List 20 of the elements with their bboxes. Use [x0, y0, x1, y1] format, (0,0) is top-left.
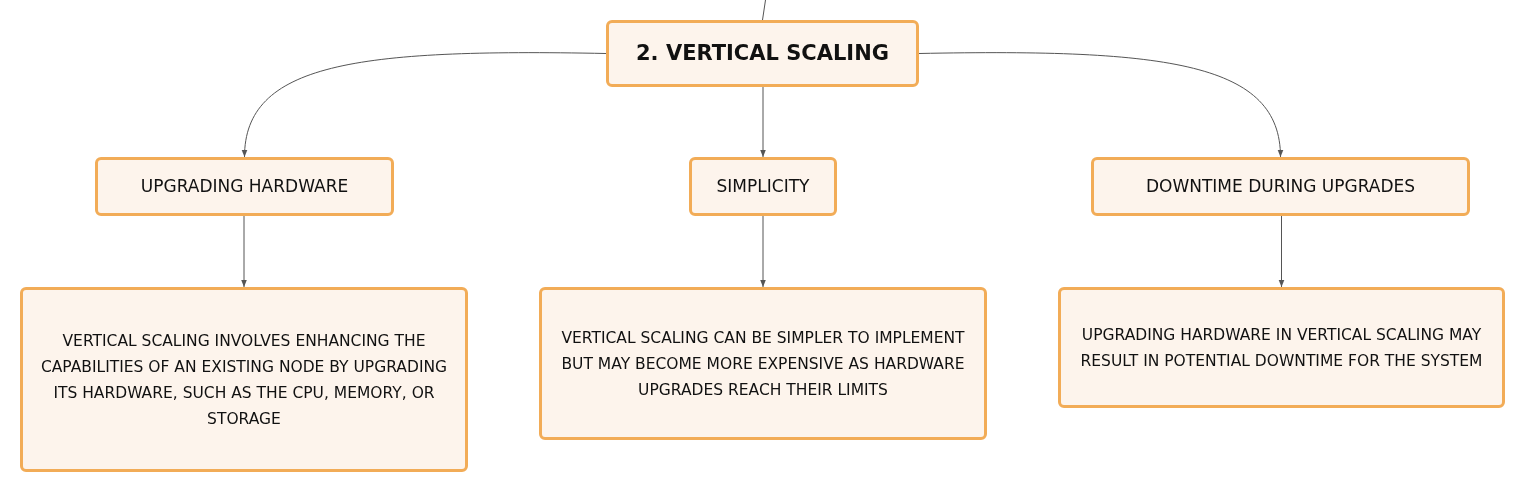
- process-box: [20, 287, 468, 472]
- box-heading: UPGRADING HARDWARE: [140, 174, 349, 198]
- process-box: [606, 20, 919, 87]
- connector-arrow: [1278, 215, 1285, 288]
- process-box: [1091, 157, 1470, 216]
- connector-arrow: [760, 86, 766, 158]
- box-description: VERTICAL SCALING CAN BE SIMPLER TO IMPLEMENT BUT MAY BECOME MORE EXPENSIVE AS HARDWARE UPGRADES REACH THEIR LIMITS: [560, 327, 966, 401]
- process-box: [539, 287, 987, 440]
- process-box: [689, 157, 837, 216]
- box-title: 2. VERTICAL SCALING: [636, 39, 889, 67]
- box-description: UPGRADING HARDWARE IN VERTICAL SCALING MAY RESULT IN POTENTIAL DOWNTIME FOR THE SYSTEM: [1079, 324, 1484, 372]
- connector-arrow: [760, 215, 766, 288]
- box-description: VERTICAL SCALING INVOLVES ENHANCING THE CAPABILITIES OF AN EXISTING NODE BY UPGRADING ITS HARDWARE, SUCH AS THE CPU, MEMORY, OR STORAGE: [39, 330, 449, 430]
- process-box: [95, 157, 394, 216]
- connector-arrow: [241, 215, 247, 288]
- connector-arrow: [242, 52, 607, 158]
- box-heading: SIMPLICITY: [716, 174, 810, 198]
- box-heading: DOWNTIME DURING UPGRADES: [1145, 174, 1416, 198]
- connector-arrow: [918, 52, 1283, 158]
- process-box: [1058, 287, 1505, 408]
